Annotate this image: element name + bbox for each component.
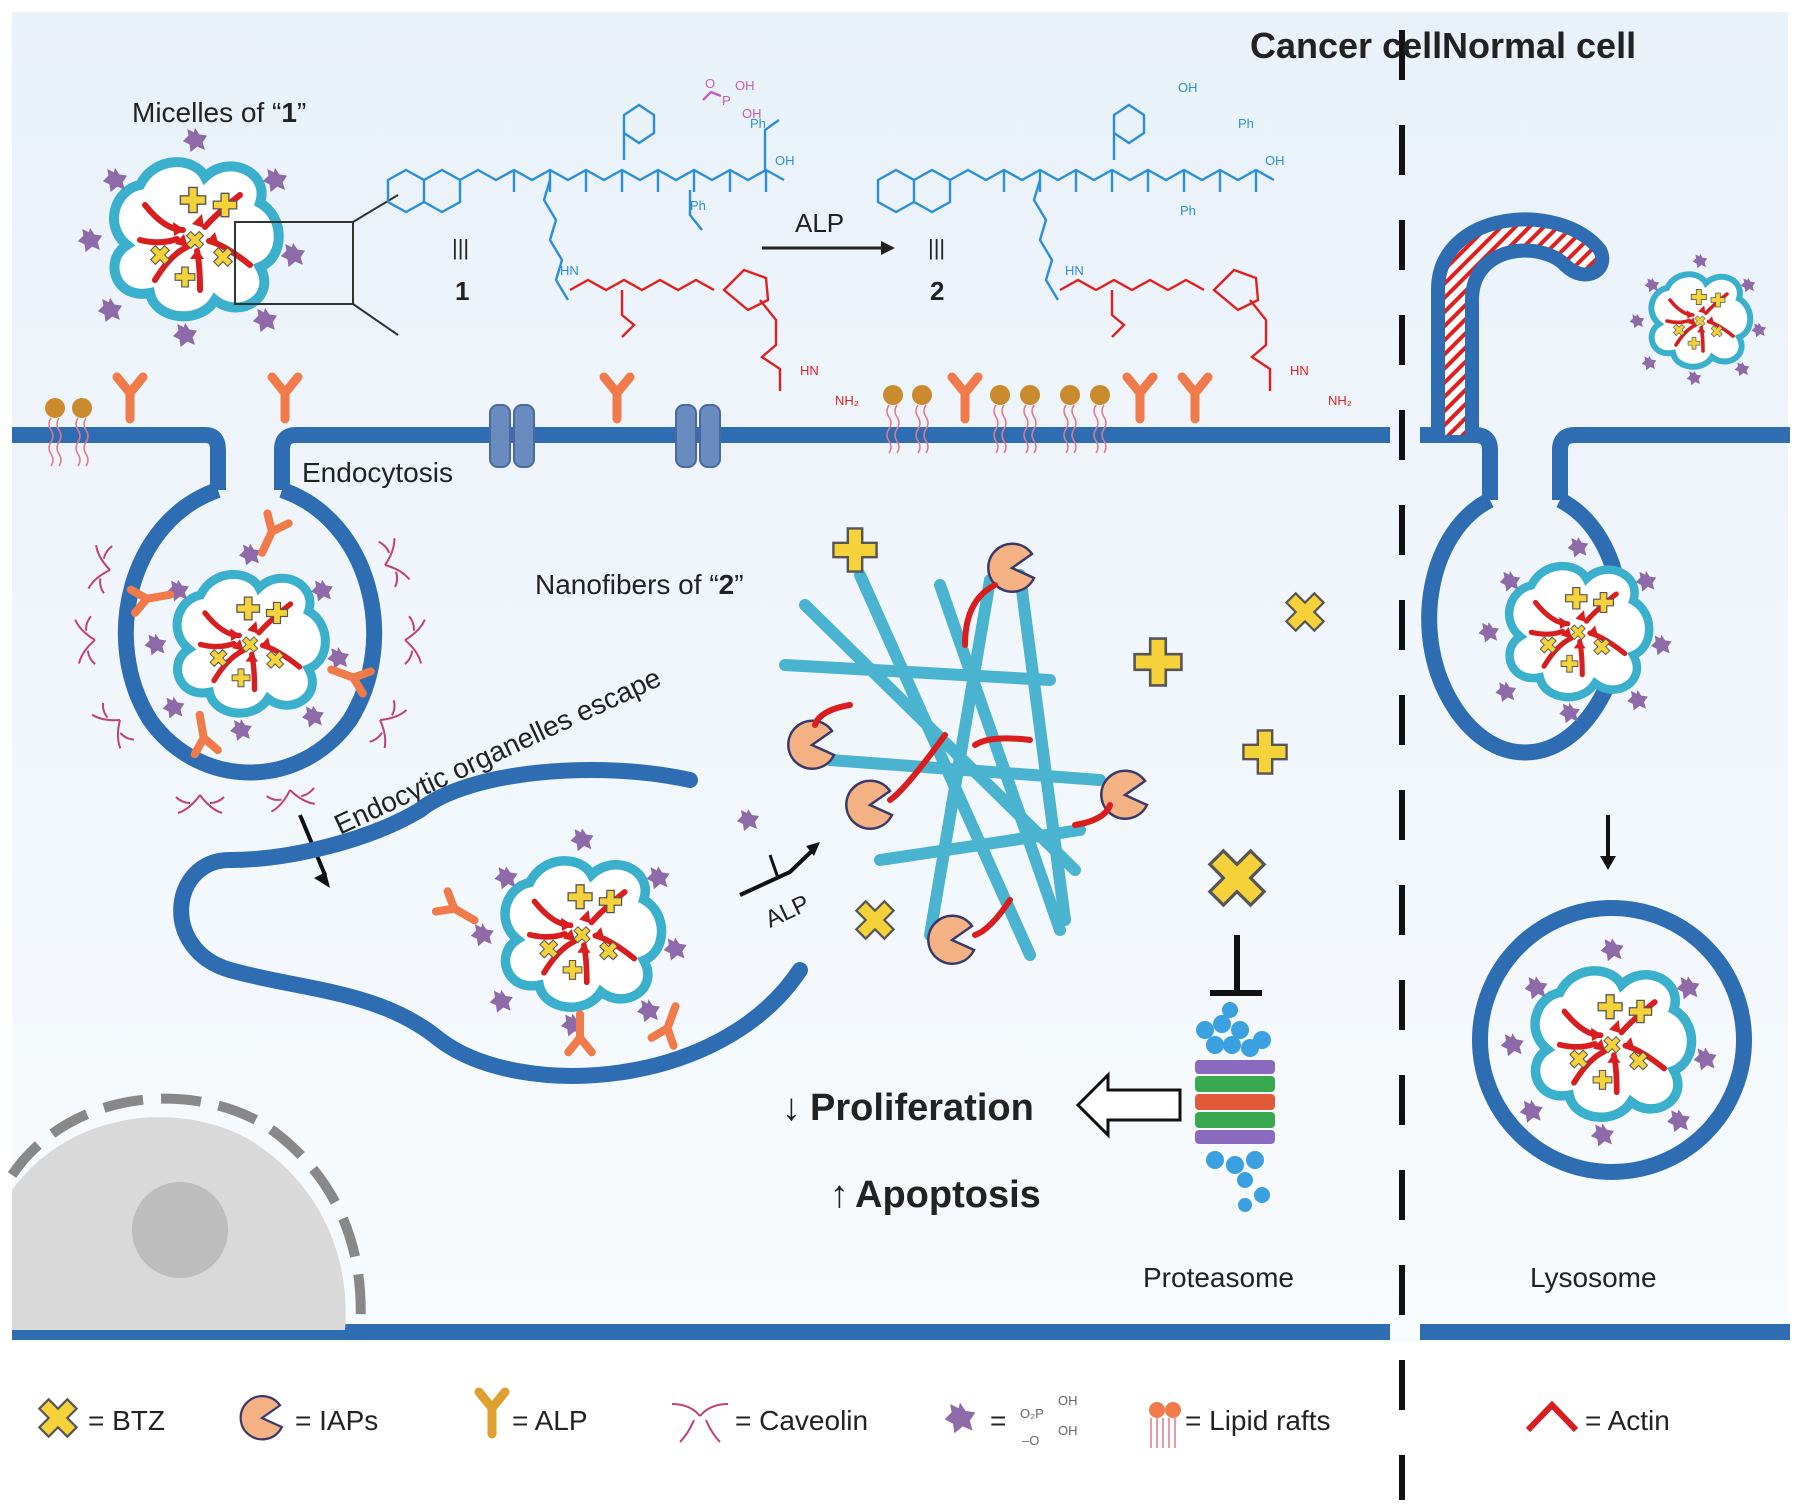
equiv-2: ||| <box>928 235 945 260</box>
legend-phosphate-o: –O <box>1022 1433 1039 1448</box>
chem-oh-phospho-2: OH <box>742 106 762 121</box>
compound-1-structure <box>386 90 785 391</box>
actin-filopodium <box>1431 212 1610 435</box>
chem-oh-acid-1: OH <box>775 153 795 168</box>
membrane-channels <box>489 404 721 468</box>
lysosome-transfer-arrowhead <box>1600 856 1616 870</box>
proliferation-label: Proliferation <box>810 1087 1034 1129</box>
lipid-raft-icon <box>1149 1402 1181 1448</box>
legend-alp: = ALP <box>512 1405 588 1436</box>
legend-iap: = IAPs <box>295 1405 378 1436</box>
legend-lipid-rafts: = Lipid rafts <box>1185 1405 1331 1436</box>
alp-conversion-arrow <box>739 846 817 897</box>
endocytosis-label: Endocytosis <box>302 457 453 488</box>
nanofibers-label: Nanofibers of “2” <box>535 569 744 600</box>
escape-arrowhead <box>314 872 330 888</box>
micelles-label: Micelles of “1” <box>132 97 306 128</box>
lysosome-label: Lysosome <box>1530 1262 1657 1293</box>
legend-phosphate: = <box>990 1405 1006 1436</box>
apoptosis-arrow: ↑ <box>830 1174 849 1216</box>
proliferation-arrow: ↓ <box>782 1087 801 1129</box>
proteasome-label: Proteasome <box>1143 1262 1294 1293</box>
legend: = BTZ = IAPs = ALP = Caveolin = O₂P OH O… <box>28 1387 1670 1448</box>
actin-icon <box>1525 1400 1579 1433</box>
legend-actin: = Actin <box>1585 1405 1670 1436</box>
chem-oh-phospho: OH <box>735 78 755 93</box>
chem-o-phospho: O <box>705 76 715 91</box>
alp-release-arrow <box>768 854 780 879</box>
alp-conversion-arrowhead <box>806 842 820 856</box>
caveolin-icon <box>671 1403 729 1443</box>
equiv-1: ||| <box>452 235 469 260</box>
iap-release-arrows <box>812 582 1113 938</box>
compound-2-structure <box>876 103 1275 391</box>
cancer-cell-membrane <box>12 427 1390 1340</box>
legend-btz: = BTZ <box>88 1405 165 1436</box>
alp-icon <box>474 1387 510 1439</box>
zoom-box <box>234 221 354 305</box>
chem-hn-1: HN <box>560 263 579 278</box>
organelle-membrane <box>173 762 808 1084</box>
legend-phosphate-oh1: OH <box>1058 1393 1078 1408</box>
iap-icon <box>239 1395 283 1441</box>
compound-2-number: 2 <box>930 276 944 306</box>
apoptosis-label: Apoptosis <box>855 1174 1041 1216</box>
compound-1-number: 1 <box>455 276 469 306</box>
legend-caveolin: = Caveolin <box>735 1405 868 1436</box>
chem-ph-2a: Ph <box>1238 116 1254 131</box>
zoom-line-top <box>352 194 399 223</box>
phosphate-icon <box>944 1402 976 1434</box>
legend-phosphate-oh2: OH <box>1058 1423 1078 1438</box>
btz-icon <box>28 1388 88 1448</box>
alp-reaction-arrowhead <box>881 241 895 255</box>
chem-hn-2: HN <box>1065 263 1084 278</box>
chem-oh-tyr-2: OH <box>1178 80 1198 95</box>
chem-hn-1b: HN <box>800 363 819 378</box>
nucleus <box>7 1093 366 1331</box>
chem-ph-2b: Ph <box>1180 203 1196 218</box>
proteasome <box>1195 1002 1275 1212</box>
zoom-line-bottom <box>352 303 399 336</box>
legend-phosphate-o2p: O₂P <box>1020 1406 1044 1421</box>
chem-oh-acid-2: OH <box>1265 153 1285 168</box>
chem-ph-1a: Ph <box>750 116 766 131</box>
chem-nh2-1: NH₂ <box>835 393 859 408</box>
chem-nh2-2: NH₂ <box>1328 393 1352 408</box>
chem-hn-2b: HN <box>1290 363 1309 378</box>
alp-reaction-label: ALP <box>795 208 844 238</box>
chem-ph-1b: Ph <box>690 198 706 213</box>
outcome-arrow <box>1075 1071 1182 1139</box>
cancer-cell-title: Cancer cell <box>1250 25 1442 66</box>
normal-cell-title: Normal cell <box>1442 25 1636 66</box>
chem-p-phospho: P <box>722 93 731 108</box>
